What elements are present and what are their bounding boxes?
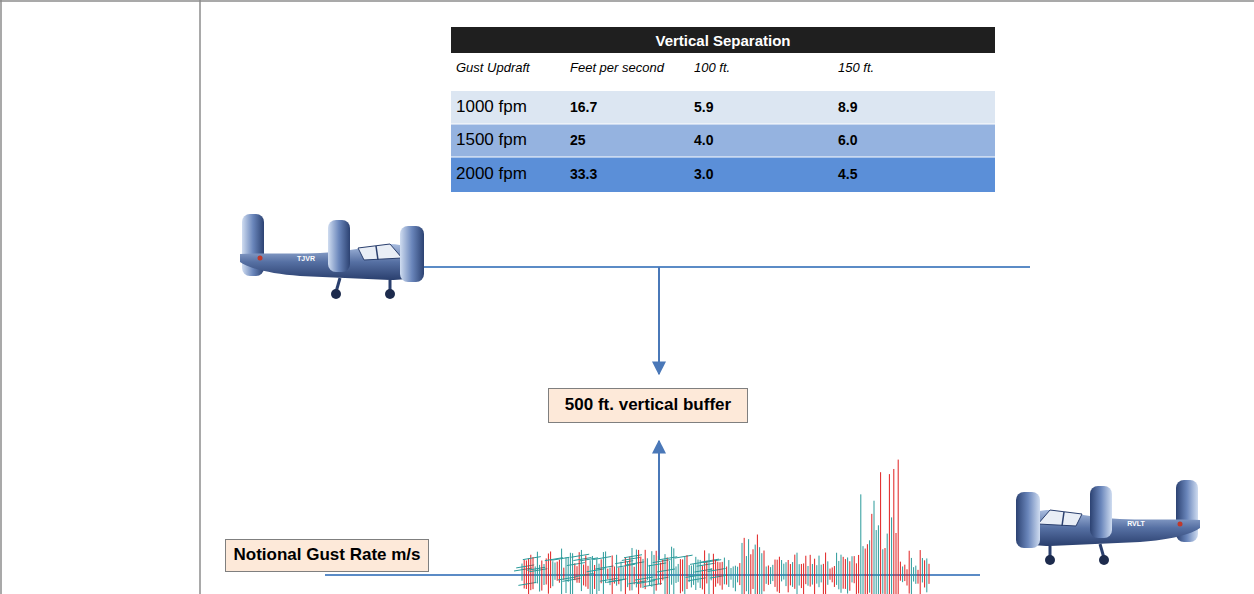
table-cell: Gust Updraft — [456, 60, 530, 75]
table-cell: 150 ft. — [838, 60, 874, 75]
aircraft-marking: RVLT — [1127, 520, 1145, 527]
callout-box: Notional Gust Rate m/s — [225, 539, 428, 572]
table-cell: 16.7 — [570, 99, 597, 115]
callout-text: Notional Gust Rate m/s — [233, 545, 420, 565]
table-cell: 4.5 — [838, 166, 857, 182]
table-cell: 25 — [570, 132, 586, 148]
callout-box: 500 ft. vertical buffer — [548, 388, 748, 423]
table-cell: 8.9 — [838, 99, 857, 115]
table-cell: 3.0 — [694, 166, 713, 182]
table-cell: 1500 fpm — [456, 130, 527, 150]
callout-text: 500 ft. vertical buffer — [565, 395, 731, 415]
table-cell: 2000 fpm — [456, 164, 527, 184]
table-cell: 4.0 — [694, 132, 713, 148]
table-cell: 6.0 — [838, 132, 857, 148]
table-cell: 33.3 — [570, 166, 597, 182]
table-cell: Feet per second — [570, 60, 664, 75]
table-cell: 5.9 — [694, 99, 713, 115]
table-title: Vertical Separation — [655, 32, 790, 49]
table-cell: 1000 fpm — [456, 97, 527, 117]
aircraft-marking: TJVR — [297, 255, 315, 262]
table-cell: 100 ft. — [694, 60, 730, 75]
